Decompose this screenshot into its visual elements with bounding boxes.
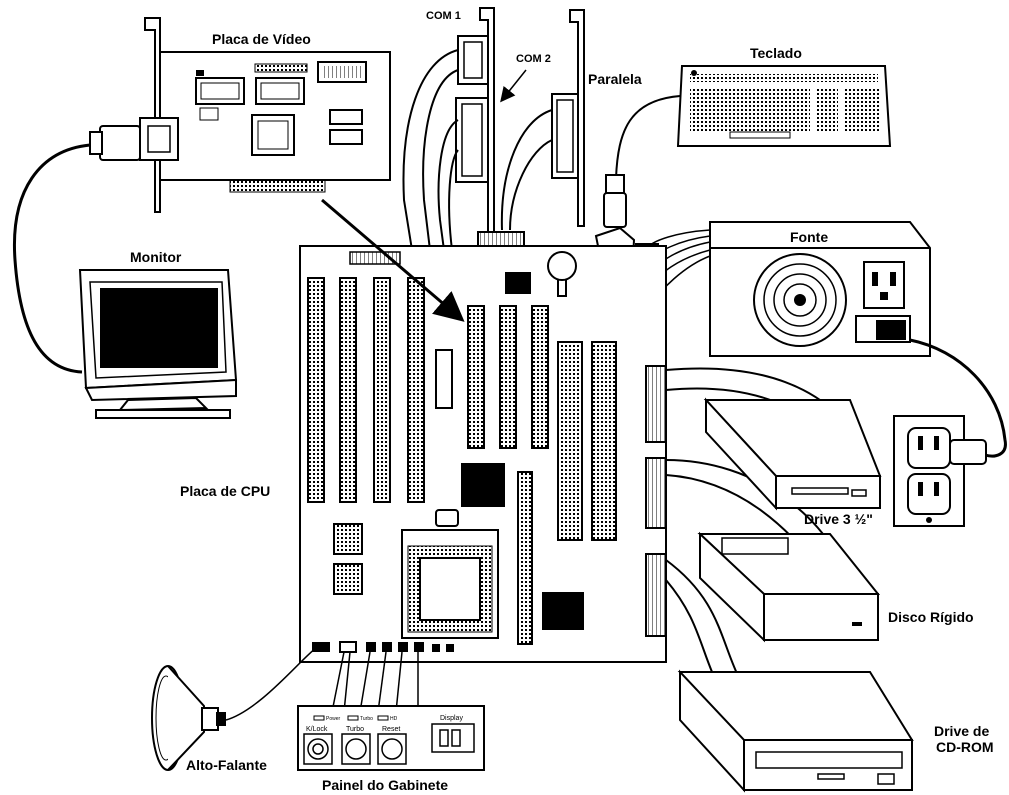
com2-label: COM 2 (516, 53, 551, 65)
cdrom-label-line2: CD-ROM (936, 739, 994, 755)
led-turbo-label: Turbo (360, 716, 373, 722)
ide-connector-1 (646, 366, 666, 442)
floppy-connector (646, 554, 666, 636)
parallel-label: Paralela (588, 71, 642, 87)
turbo-button-label: Turbo (346, 726, 364, 733)
led-power-label: Power (326, 716, 341, 722)
vga-plug (90, 126, 140, 160)
motherboard (300, 246, 666, 662)
cdrom-label-line1: Drive de (934, 723, 989, 739)
hard-disk-label: Disco Rígido (888, 609, 974, 625)
reset-button-label: Reset (382, 726, 400, 733)
keyboard-cable (616, 96, 680, 178)
keyboard (678, 66, 890, 146)
case-panel: Power Turbo HD K/Lock Turbo Reset Displa… (298, 706, 484, 770)
case-panel-label: Painel do Gabinete (322, 777, 448, 793)
io-chip (542, 592, 584, 630)
speaker (152, 666, 226, 770)
ide-connector-2 (646, 458, 666, 528)
com1-label: COM 1 (426, 10, 461, 22)
keyboard-label: Teclado (750, 45, 802, 61)
klock-label: K/Lock (306, 726, 328, 733)
com2-arrow (502, 70, 526, 100)
parallel-port-bracket (552, 10, 584, 226)
chipset (462, 464, 504, 506)
com-ports-bracket (456, 8, 494, 232)
monitor-cable (14, 145, 90, 372)
cpu-board-label: Placa de CPU (180, 483, 270, 499)
expansion-slots (468, 306, 548, 448)
video-card (140, 18, 390, 212)
hard-disk (700, 534, 878, 640)
monitor (80, 270, 236, 418)
led-hd-label: HD (390, 716, 398, 722)
wall-outlet (894, 416, 986, 526)
cmos-battery (548, 252, 576, 280)
display-label: Display (440, 715, 463, 722)
bios-chip (436, 350, 452, 408)
floppy-label: Drive 3 ½" (804, 511, 873, 527)
power-supply-label: Fonte (790, 229, 828, 245)
cache-slot (518, 472, 532, 644)
cdrom-drive (680, 672, 912, 790)
monitor-label: Monitor (130, 249, 182, 265)
chip (505, 272, 531, 294)
speaker-label: Alto-Falante (186, 757, 267, 773)
cpu-socket (402, 530, 498, 638)
video-card-label: Placa de Vídeo (212, 31, 311, 47)
